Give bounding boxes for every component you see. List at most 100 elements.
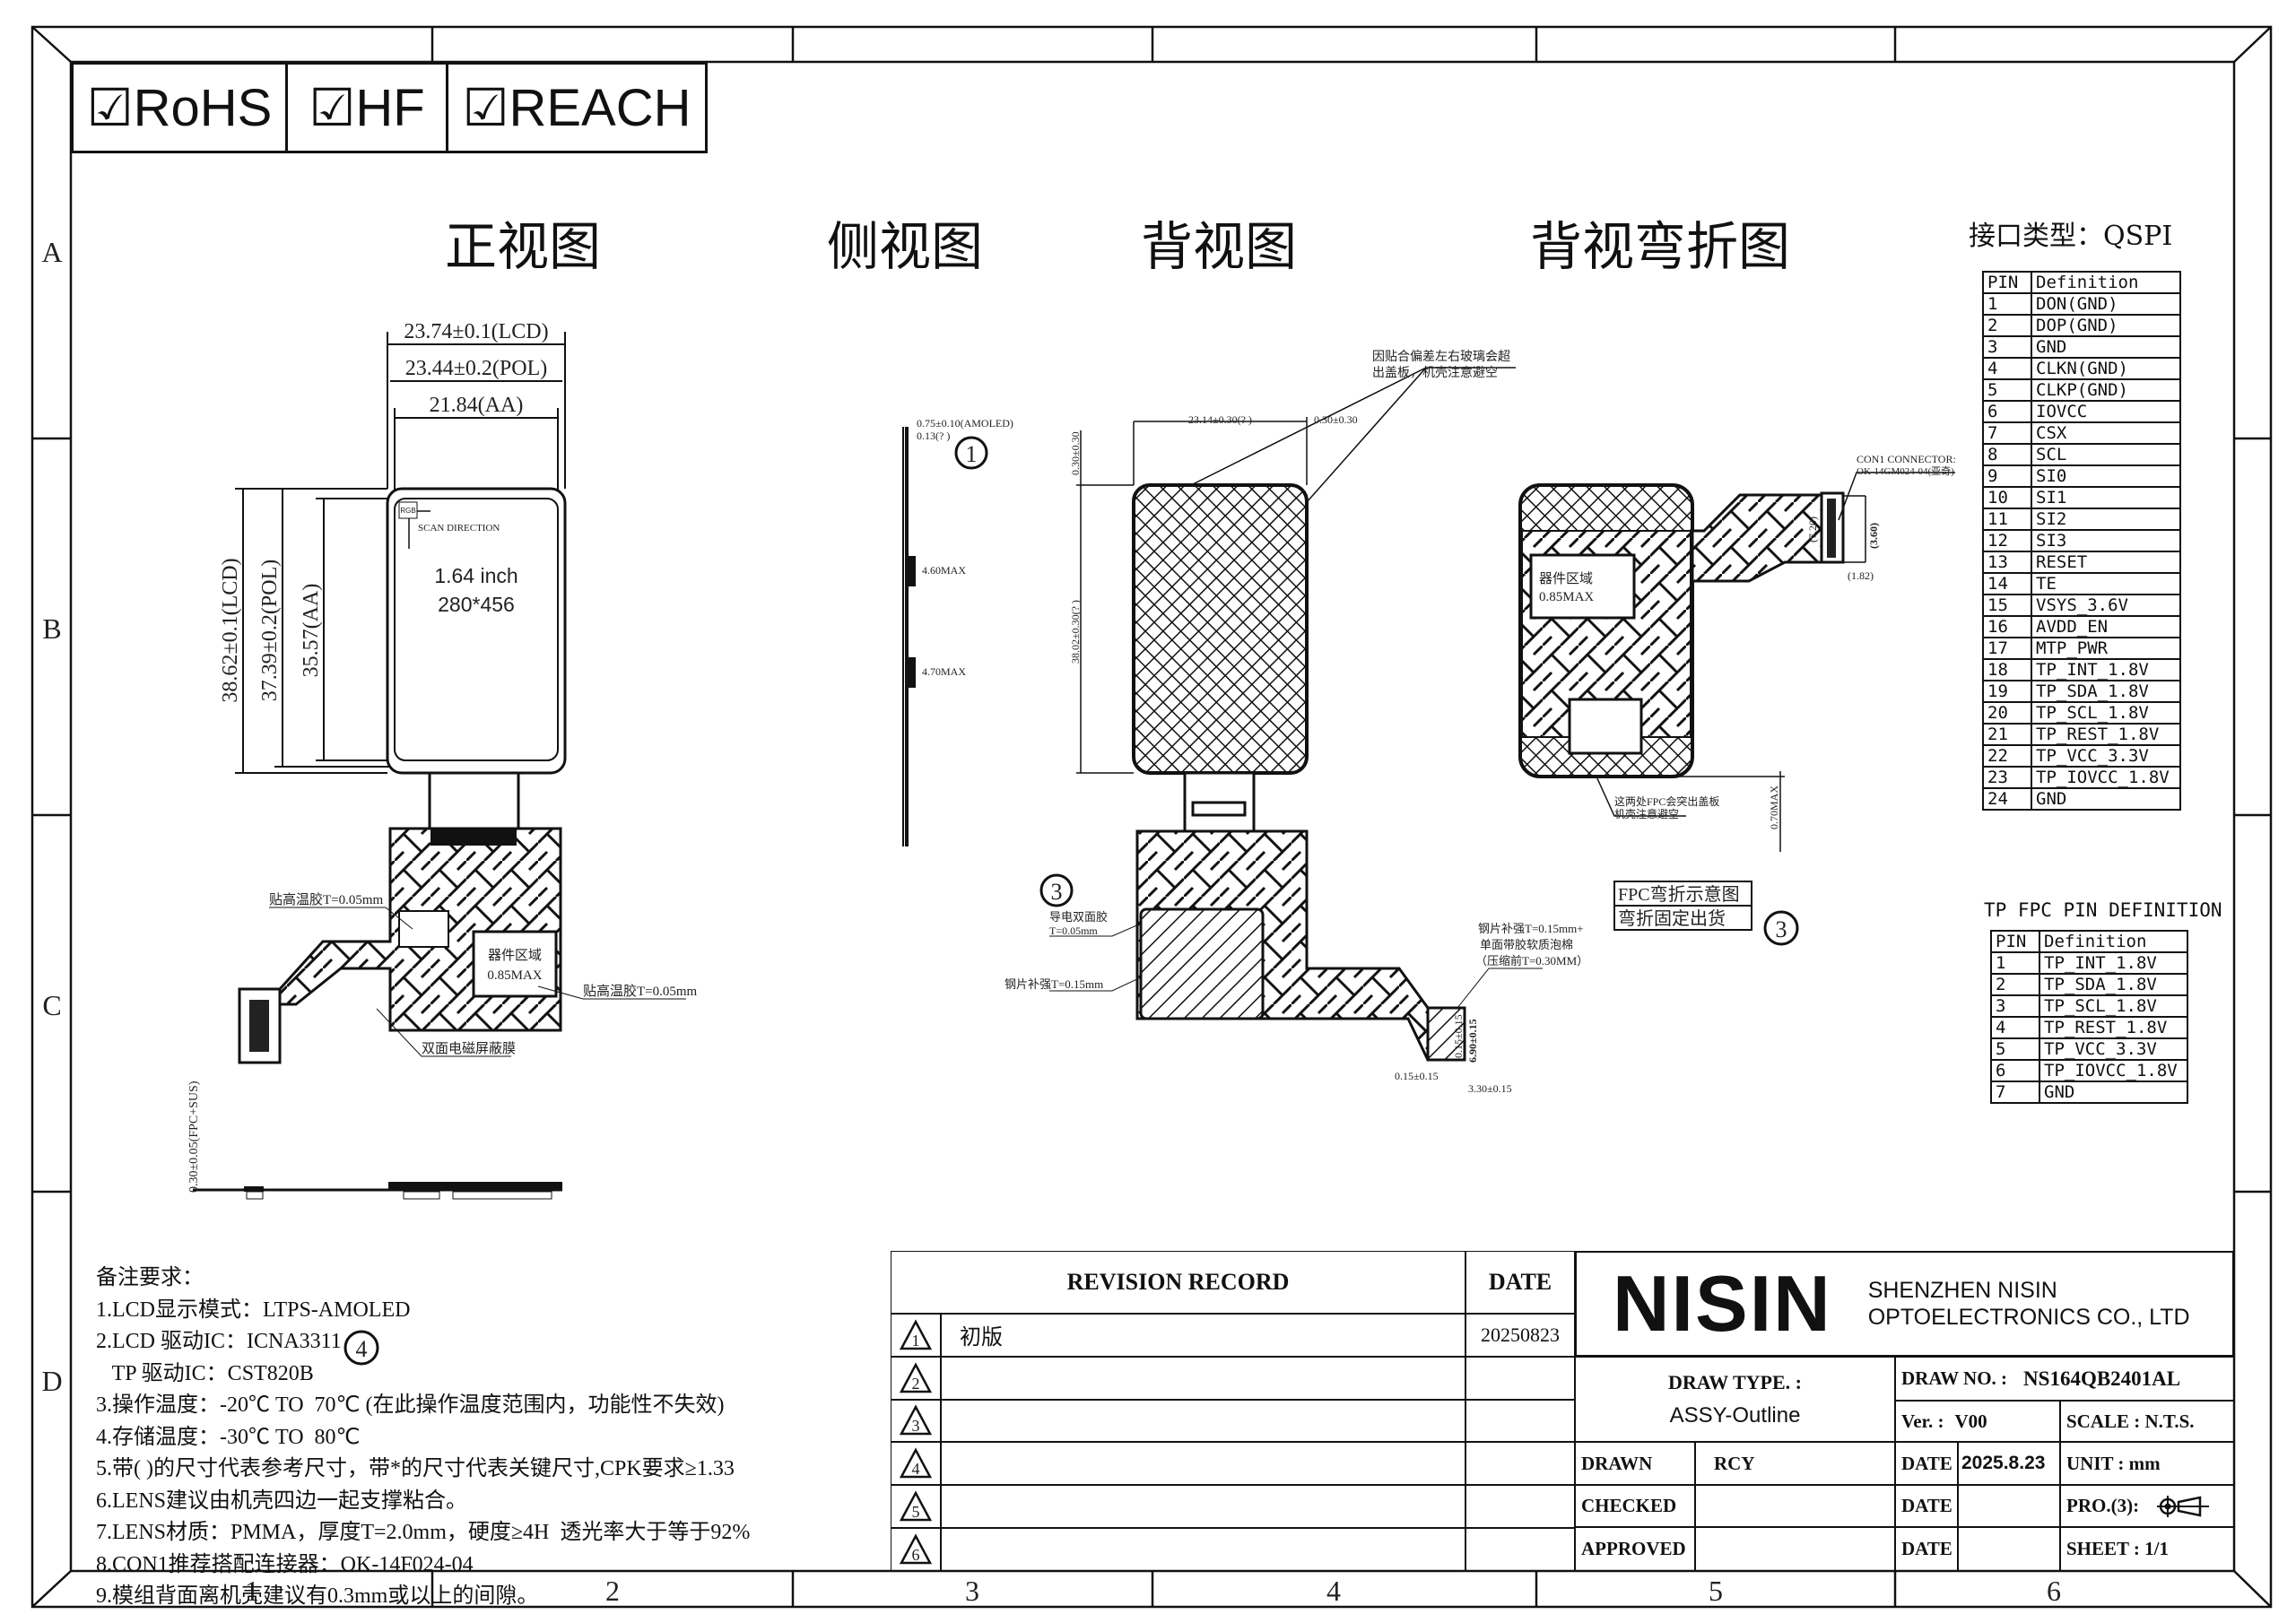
pin-number: 15 [1982,594,2032,617]
bend-view: 器件区域 0.85MAX CON1 CONNECTOR: OK-14GM024-… [1518,453,1956,946]
approved-date-value[interactable] [1958,1527,2060,1571]
fpc-neck [428,771,520,830]
stiffener-label: 钢片补强T=0.15mm [1004,977,1103,991]
adhesive-label: 贴高温胶T=0.05mm [583,984,698,999]
display-size: 1.64 inch [434,564,517,587]
pin-number: 1 [1982,292,2032,316]
approved-value[interactable] [1695,1527,1895,1571]
checked-label: CHECKED [1575,1485,1695,1527]
checkbox-icon: ☑ [462,79,509,137]
compliance-rohs: ☑RoHS [71,62,288,153]
pin-number: 18 [1982,658,2032,681]
revision-triangle-icon: 4 [899,1447,933,1479]
pin-number: 10 [1982,486,2032,509]
revision-number: 4 [912,1460,920,1478]
pin-definition: TP_REST_1.8V [2039,1016,2188,1039]
stiffener-foam-label: 钢片补强T=0.15mm+ [1478,922,1584,935]
column-label: 3 [965,1575,979,1607]
fpc-connector-bar [430,829,517,846]
pin-number: 20 [1982,701,2032,725]
connector-part-label: OK-14GM024-04(亚奇) [1857,465,1954,477]
revision-number: 6 [912,1546,920,1564]
pin-number: 22 [1982,744,2032,768]
stiffener-foam-label: 单面带胶软质泡棉 [1480,938,1573,951]
pin-definition: DOP(GND) [2031,314,2181,337]
pin-number: 4 [1982,357,2032,380]
header-definition: Definition [2031,271,2181,294]
row-label: D [41,1365,62,1397]
front-bottom-profile [193,1182,562,1200]
nisin-logo: NISIN [1613,1259,1832,1348]
pin-number: 2 [1990,973,2040,996]
pin-definition: GND [2031,335,2181,359]
pin-number: 3 [1982,335,2032,359]
pin-number: 5 [1982,378,2032,402]
column-label: 5 [1709,1575,1723,1607]
note-line: 7.LENS材质：PMMA，厚度T=2.0mm，硬度≥4H 透光率大于等于92% [96,1521,751,1544]
revision-date [1465,1442,1575,1486]
unit-cell: UNIT : mm [2060,1442,2234,1485]
pin-number: 8 [1982,443,2032,466]
checked-value[interactable] [1695,1485,1895,1527]
connector-offset-dim: 0.15±0.15 [1452,1014,1465,1058]
revision-header: REVISION RECORD [891,1251,1465,1314]
notes-title: 备注要求： [96,1266,204,1289]
dim-lcd-width: 23.74±0.1(LCD) [404,320,548,343]
note-line: 6.LENS建议由机壳四边一起支撑粘合。 [96,1488,467,1513]
dim-lcd-height: 38.62±0.1(LCD) [219,558,242,702]
revision-description: 初版 [941,1314,1465,1357]
component-area-label: 器件区域 [1539,571,1593,586]
glass-note: 因贴合偏差左右玻璃会超 [1372,349,1510,364]
version-label: Ver. : [1901,1410,1944,1432]
component-area-label: 器件区域 [488,948,542,963]
adhesive-pad [398,910,449,948]
draw-no-value: NS164QB2401AL [2023,1367,2181,1390]
pin-definition: TP_IOVCC_1.8V [2039,1059,2188,1082]
scan-direction-label: SCAN DIRECTION [418,523,500,534]
pin-number: 3 [1990,994,2040,1018]
front-view: 23.74±0.1(LCD) 23.44±0.2(POL) 21.84(AA) … [187,320,698,1200]
draw-type-cell: DRAW TYPE. : ASSY-Outline [1575,1357,1895,1442]
checked-date-value[interactable] [1958,1485,2060,1527]
revision-description [941,1399,1465,1443]
revision-number: 1 [912,1332,920,1350]
pin-number: 23 [1982,766,2032,789]
draw-no-cell: DRAW NO. : NS164QB2401AL [1895,1357,2234,1401]
bend-fpc-tail [1691,493,1823,583]
pin-number: 13 [1982,551,2032,574]
pin-number: 4 [1990,1016,2040,1039]
callout-number: 1 [966,441,978,467]
tp-table-title: TP FPC PIN DEFINITION [1984,899,2222,921]
pin-definition: TP_SCL_1.8V [2031,701,2181,725]
date-label: DATE [1895,1442,1958,1485]
conductive-tape-thickness: T=0.05mm [1049,924,1098,937]
fpc-protrude-note: 机壳注意避空 [1614,807,1679,820]
pin-definition: TP_INT_1.8V [2031,658,2181,681]
pin-definition: TP_SDA_1.8V [2039,973,2188,996]
conductive-tape-label: 导电双面胶 [1049,910,1108,924]
rgb-pixel-icon [398,501,418,519]
projection-label: PRO.(3): [2066,1495,2140,1516]
component-max-label: 0.85MAX [487,968,542,983]
revision-triangle-icon: 5 [899,1490,933,1522]
checkbox-icon: ☑ [309,79,356,137]
dim-7-20: (7.20) [1806,516,1819,542]
connector-height-dim: 6.90±0.15 [1466,1019,1479,1063]
revision-date [1465,1528,1575,1571]
dim-3-60: (3.60) [1867,523,1880,549]
pin-definition: CLKP(GND) [2031,378,2181,402]
